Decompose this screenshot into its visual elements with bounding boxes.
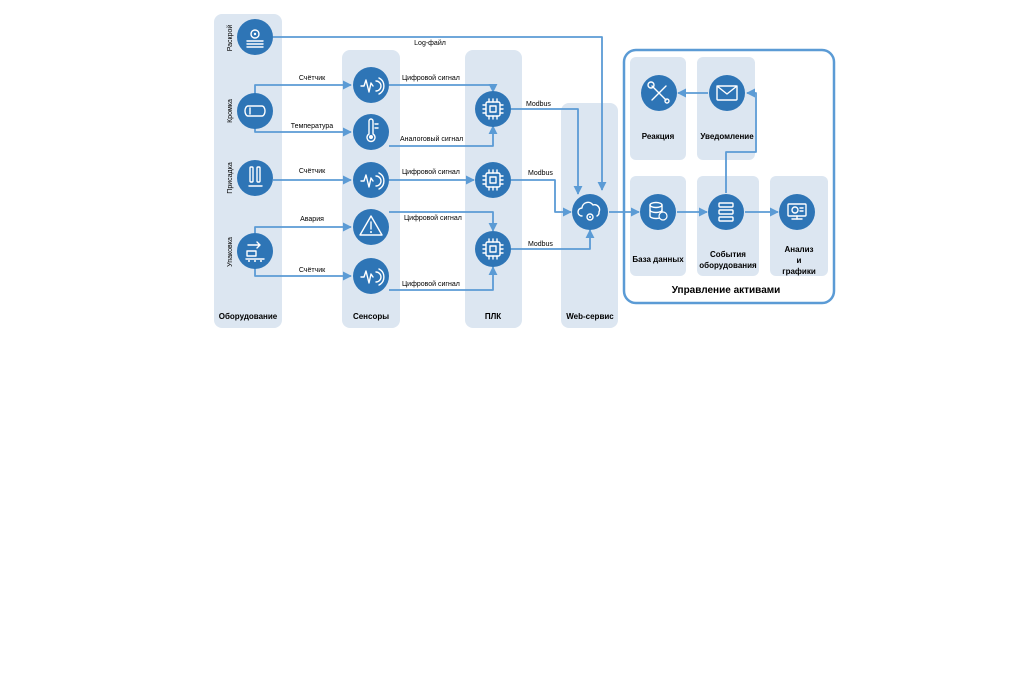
equipment-column-title: Оборудование xyxy=(219,312,278,321)
chip-icon xyxy=(482,238,504,260)
chip-icon xyxy=(482,98,504,120)
laser-cutter-icon xyxy=(246,29,264,48)
edge-label-counter-3: Счётчик xyxy=(299,267,326,274)
edge-plc1-web xyxy=(511,108,583,195)
reaction-label: Реакция xyxy=(642,132,675,141)
edge-sensor4-plc3 xyxy=(389,211,498,232)
edge-sensor5-plc3 xyxy=(389,266,498,291)
edge-label-digital-1: Цифровой сигнал xyxy=(402,74,460,82)
equipment-label-drilling: Присадка xyxy=(227,162,234,194)
equipment-label-packing: Упаковка xyxy=(227,237,234,267)
sensor-counter-2 xyxy=(353,162,389,198)
analysis-node xyxy=(779,194,815,230)
tools-icon xyxy=(647,81,670,104)
edge-roll-icon xyxy=(244,105,266,117)
database-label: База данных xyxy=(632,255,684,264)
edge-cutting-web xyxy=(273,36,607,191)
edges xyxy=(254,36,779,291)
web-service-node xyxy=(572,194,608,230)
edge-label-temperature: Температура xyxy=(291,123,334,130)
edge-label-modbus-3: Modbus xyxy=(528,241,553,248)
sensor-counter-3 xyxy=(353,258,389,294)
list-icon xyxy=(718,202,734,222)
edge-label-analog: Аналоговый сигнал xyxy=(400,135,463,143)
edge-banding-node xyxy=(237,93,273,129)
edge-plc3-web xyxy=(511,229,595,250)
database-node xyxy=(640,194,676,230)
equipment-label-edge: Кромка xyxy=(227,99,234,123)
edge-label-digital-2: Цифровой сигнал xyxy=(402,168,460,176)
edge-label-counter-1: Счётчик xyxy=(299,75,326,82)
edge-label-modbus-1: Modbus xyxy=(526,101,551,108)
events-node xyxy=(708,194,744,230)
packing-node xyxy=(237,233,273,269)
edge-plc2-web xyxy=(511,179,572,217)
reaction-node xyxy=(641,75,677,111)
sensor-temperature xyxy=(353,114,389,150)
edge-sensor2-plc1 xyxy=(389,125,498,147)
edge-packing-counter xyxy=(254,268,352,281)
warning-triangle-icon xyxy=(359,215,383,236)
notification-label: Уведомление xyxy=(700,132,754,141)
plc-column-title: ПЛК xyxy=(485,312,501,321)
edge-label-counter-2: Счётчик xyxy=(299,168,326,175)
edge-label-alarm: Авария xyxy=(300,216,324,223)
plc-node-1 xyxy=(475,91,511,127)
plc-node-3 xyxy=(475,231,511,267)
sensor-alarm xyxy=(353,209,389,245)
plc-node-2 xyxy=(475,162,511,198)
edge-label-digital-4: Цифровой сигнал xyxy=(402,280,460,288)
conveyor-icon xyxy=(245,241,265,262)
analysis-label-line2: и xyxy=(797,256,802,265)
sensor-counter-1 xyxy=(353,67,389,103)
signal-wave-icon xyxy=(360,172,385,190)
analysis-label-line1: Анализ xyxy=(784,245,813,254)
drill-bits-icon xyxy=(248,166,263,187)
drilling-node xyxy=(237,160,273,196)
envelope-icon xyxy=(716,85,738,101)
thermometer-icon xyxy=(366,118,379,143)
cloud-gear-icon xyxy=(577,201,601,221)
signal-wave-icon xyxy=(360,77,385,95)
analysis-label-line3: графики xyxy=(782,267,816,276)
edge-events-notification xyxy=(725,88,757,193)
notification-node xyxy=(709,75,745,111)
edge-label-log-file: Log-файл xyxy=(414,39,446,47)
events-label-line1: События xyxy=(710,250,746,259)
events-label-line2: оборудования xyxy=(699,261,757,270)
signal-wave-icon xyxy=(360,268,385,286)
edge-sensor1-plc1 xyxy=(389,83,498,93)
edge-label-digital-3: Цифровой сигнал xyxy=(404,214,462,222)
chip-icon xyxy=(482,169,504,191)
database-icon xyxy=(649,201,668,221)
edge-label-modbus-2: Modbus xyxy=(528,170,553,177)
edge-packing-alarm xyxy=(254,222,352,233)
cutting-node xyxy=(237,19,273,55)
monitor-chart-icon xyxy=(787,203,807,220)
sensors-column-title: Сенсоры xyxy=(353,312,389,321)
web-service-column-title: Web-сервис xyxy=(566,312,614,321)
asset-management-title: Управление активами xyxy=(672,285,781,296)
equipment-label-cutting: Раскрой xyxy=(226,25,234,52)
